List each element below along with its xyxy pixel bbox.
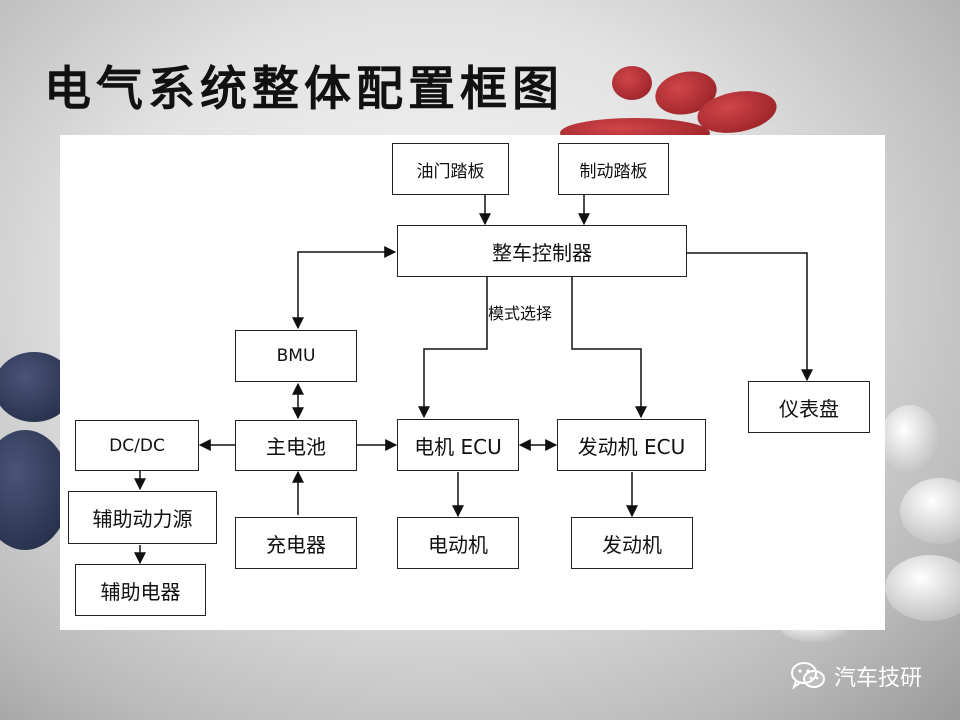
edge-controller-to-motor-ecu bbox=[418, 277, 488, 419]
edge-label-mode-select: 模式选择 bbox=[488, 300, 553, 324]
node-engine-ecu: 发动机 ECU bbox=[557, 419, 706, 471]
wechat-icon bbox=[791, 662, 825, 690]
node-instrument-panel: 仪表盘 bbox=[748, 381, 870, 433]
diagram-connectors bbox=[134, 195, 813, 565]
diagram-panel: 油门踏板 制动踏板 整车控制器 模式选择 BMU 仪表盘 DC/DC 主电池 电… bbox=[60, 135, 885, 630]
slide-title: 电气系统整体配置框图 bbox=[44, 62, 564, 117]
decor-pebble-gray-1 bbox=[880, 405, 940, 475]
edge-controller-bmu bbox=[292, 246, 397, 330]
brand-name: 汽车技研 bbox=[834, 666, 923, 691]
node-motor-ecu: 电机 ECU bbox=[397, 419, 519, 471]
node-motor: 电动机 bbox=[397, 517, 519, 569]
node-vehicle-controller: 整车控制器 bbox=[397, 225, 687, 277]
node-throttle-pedal: 油门踏板 bbox=[392, 143, 509, 195]
node-bmu: BMU bbox=[235, 330, 357, 382]
brand-watermark: 汽车技研 bbox=[790, 660, 922, 692]
decor-pebble-gray-3 bbox=[885, 555, 960, 621]
node-engine: 发动机 bbox=[571, 517, 693, 569]
node-brake-pedal: 制动踏板 bbox=[558, 143, 669, 195]
node-dcdc: DC/DC bbox=[75, 420, 199, 471]
node-charger: 充电器 bbox=[235, 517, 357, 569]
edge-controller-to-dashboard bbox=[687, 252, 813, 382]
decor-pebble-gray-2 bbox=[900, 478, 960, 544]
decor-pebble-navy-2 bbox=[0, 430, 70, 550]
node-aux-power: 辅助动力源 bbox=[68, 491, 217, 544]
edge-controller-to-engine-ecu bbox=[571, 277, 647, 419]
node-main-battery: 主电池 bbox=[235, 420, 357, 471]
node-aux-appliance: 辅助电器 bbox=[75, 564, 206, 616]
decor-pebble-red-3 bbox=[612, 66, 652, 100]
